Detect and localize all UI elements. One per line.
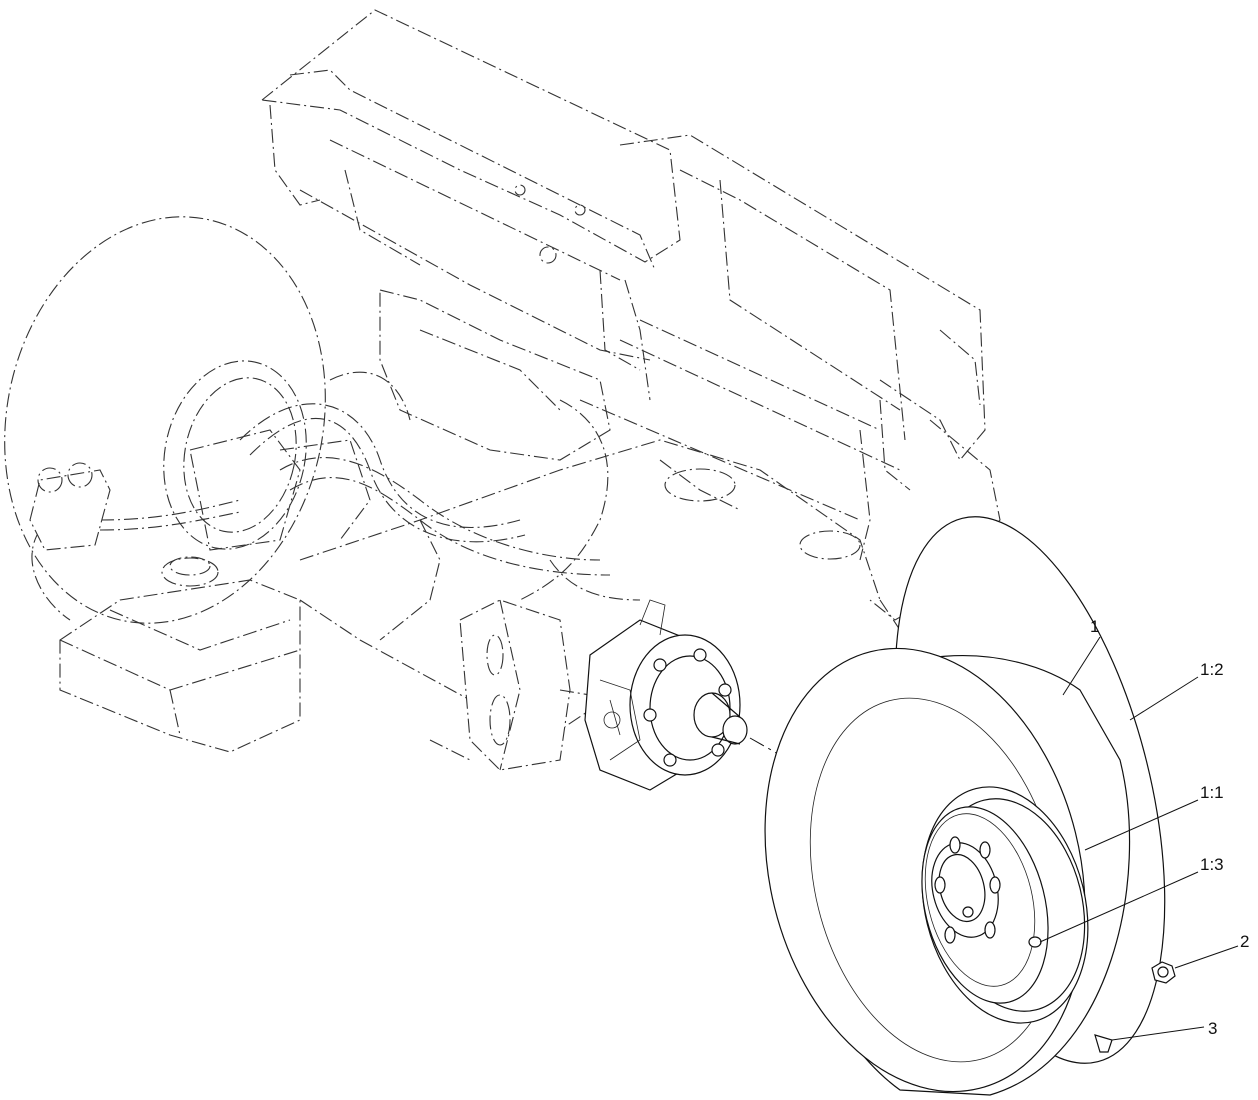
callout-1-2: 1:2	[1200, 660, 1224, 679]
leader-1-1	[1084, 799, 1199, 851]
callout-1: 1	[1090, 617, 1099, 636]
wheel-assembly	[764, 516, 1166, 1096]
leader-3	[1111, 1026, 1205, 1041]
phantom-chassis	[4, 9, 1001, 771]
callout-3: 3	[1208, 1019, 1217, 1038]
leader-2	[1174, 945, 1239, 969]
leader-1	[1062, 636, 1101, 696]
callout-labels: 1 1:2 1:1 1:3 2 3	[1090, 617, 1249, 1038]
callout-1-1: 1:1	[1200, 783, 1224, 802]
callout-1-3: 1:3	[1200, 855, 1224, 874]
leader-1-3	[1039, 871, 1199, 943]
leader-1-2	[1129, 676, 1199, 721]
wheel-decal	[1094, 1034, 1113, 1053]
callout-leaders	[1039, 636, 1239, 1041]
callout-2: 2	[1240, 932, 1249, 951]
lug-nut	[1151, 961, 1176, 984]
wheel-motor-hub	[584, 599, 748, 791]
